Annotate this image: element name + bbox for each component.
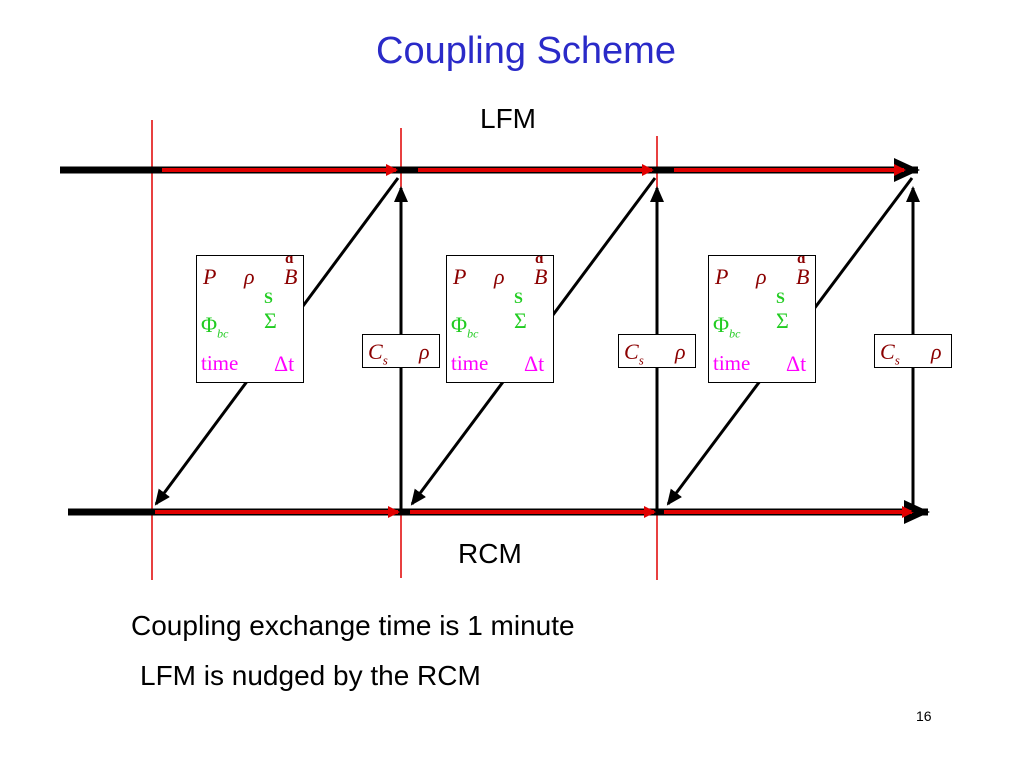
conductance-symbol: Σ <box>264 308 277 333</box>
time-label: time <box>451 351 489 375</box>
boundary-potential-symbol: Φbc <box>201 312 229 341</box>
boundary-potential-symbol: Φbc <box>713 312 741 341</box>
density-symbol: ρ <box>756 264 767 289</box>
lfm-variables-box-3: P ρ ɑ B S Φbc Σ time Δt <box>708 251 816 383</box>
sigma-decoration: S <box>514 290 523 307</box>
lfm-variables-box-2: P ρ ɑ B S Φbc Σ time Δt <box>446 251 554 383</box>
rcm-exchange-box-1: Cs ρ <box>362 334 440 368</box>
rcm-exchange-box-2: Cs ρ <box>618 334 696 368</box>
slide-title: Coupling Scheme <box>376 30 676 72</box>
rcm-label: RCM <box>458 538 522 569</box>
magnetic-field-symbol: B <box>796 264 810 289</box>
lfm-label: LFM <box>480 103 536 134</box>
page-number: 16 <box>916 708 932 724</box>
caption-nudging: LFM is nudged by the RCM <box>140 660 481 691</box>
caption-exchange-time: Coupling exchange time is 1 minute <box>131 610 575 641</box>
rcm-exchange-box-3: Cs ρ <box>874 334 952 368</box>
density-symbol: ρ <box>931 339 942 364</box>
cs-symbol: Cs <box>880 339 900 368</box>
pressure-symbol: P <box>715 264 729 289</box>
time-label: time <box>201 351 239 375</box>
density-symbol: ρ <box>419 339 430 364</box>
conductance-symbol: Σ <box>514 308 527 333</box>
delta-t-symbol: Δt <box>786 351 807 376</box>
delta-t-symbol: Δt <box>524 351 545 376</box>
pressure-symbol: P <box>203 264 217 289</box>
time-label: time <box>713 351 751 375</box>
cs-symbol: Cs <box>624 339 644 368</box>
field-vector-decoration: ɑ <box>535 251 544 267</box>
density-symbol: ρ <box>675 339 686 364</box>
magnetic-field-symbol: B <box>534 264 548 289</box>
density-symbol: ρ <box>244 264 255 289</box>
boundary-potential-symbol: Φbc <box>451 312 479 341</box>
lfm-variables-box-1: P ρ ɑ B S Φbc Σ time Δt <box>196 251 304 383</box>
sigma-decoration: S <box>776 290 785 307</box>
density-symbol: ρ <box>494 264 505 289</box>
sigma-decoration: S <box>264 290 273 307</box>
field-vector-decoration: ɑ <box>797 251 806 267</box>
conductance-symbol: Σ <box>776 308 789 333</box>
cs-symbol: Cs <box>368 339 388 368</box>
pressure-symbol: P <box>453 264 467 289</box>
field-vector-decoration: ɑ <box>285 251 294 267</box>
magnetic-field-symbol: B <box>284 264 298 289</box>
delta-t-symbol: Δt <box>274 351 295 376</box>
